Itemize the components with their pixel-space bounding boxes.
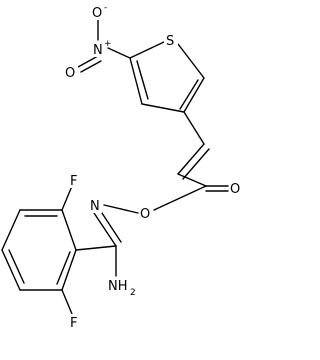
bond-s-c2 <box>177 43 205 79</box>
fluoro-bottom-label: F <box>70 316 77 331</box>
nitro-o-minus-charge: - <box>104 3 107 13</box>
imine-n-label: N <box>90 199 100 214</box>
ring-double-3 <box>56 251 71 285</box>
ester-link-o-label: O <box>140 207 150 222</box>
bond-o-n <box>103 204 139 214</box>
bond-c3-vinyl <box>183 111 205 145</box>
fluoro-top-label: F <box>70 174 77 189</box>
bond-c2-c3-double <box>179 79 199 110</box>
ring-double-2 <box>8 249 25 284</box>
nitro-n-label: N <box>93 43 103 58</box>
nitro-n-charge: + <box>104 39 112 49</box>
bond-c-o-link <box>153 185 207 211</box>
bond-c4-c5-double <box>136 60 149 100</box>
bond-n-o-double-2 <box>80 60 102 73</box>
bond-c4-c5 <box>129 57 143 105</box>
thiophene-s-label: S <box>166 34 174 49</box>
amine-nh-label: NH <box>108 279 128 294</box>
nitro-o-minus-label: O <box>92 6 102 21</box>
bond-c-ring <box>75 245 117 251</box>
molecule-structure: O - N + O S O O N NH 2 F F <box>1 3 241 331</box>
bond-c-f-top <box>61 185 73 211</box>
bond-c2-c3 <box>183 77 205 113</box>
nitro-o-double-label: O <box>65 66 75 81</box>
ring-bond-6 <box>61 249 77 291</box>
bond-c5-n <box>107 47 131 59</box>
bond-vinyl-carbonyl <box>177 173 207 187</box>
bond-n-c-double <box>91 209 117 247</box>
ring-bond-4 <box>1 249 21 291</box>
bond-c3-c4 <box>141 103 185 113</box>
bond-vinyl-double-2 <box>182 148 210 180</box>
bond-n-o-double <box>77 55 99 68</box>
bond-c5-s <box>129 41 165 59</box>
ester-carbonyl-o-label: O <box>230 182 240 197</box>
bond-vinyl-double <box>177 143 205 175</box>
amine-subscript: 2 <box>130 288 136 298</box>
ring-bond-3 <box>1 209 21 251</box>
bond-c-f-bottom <box>61 289 73 315</box>
ring-bond-1 <box>61 209 77 251</box>
